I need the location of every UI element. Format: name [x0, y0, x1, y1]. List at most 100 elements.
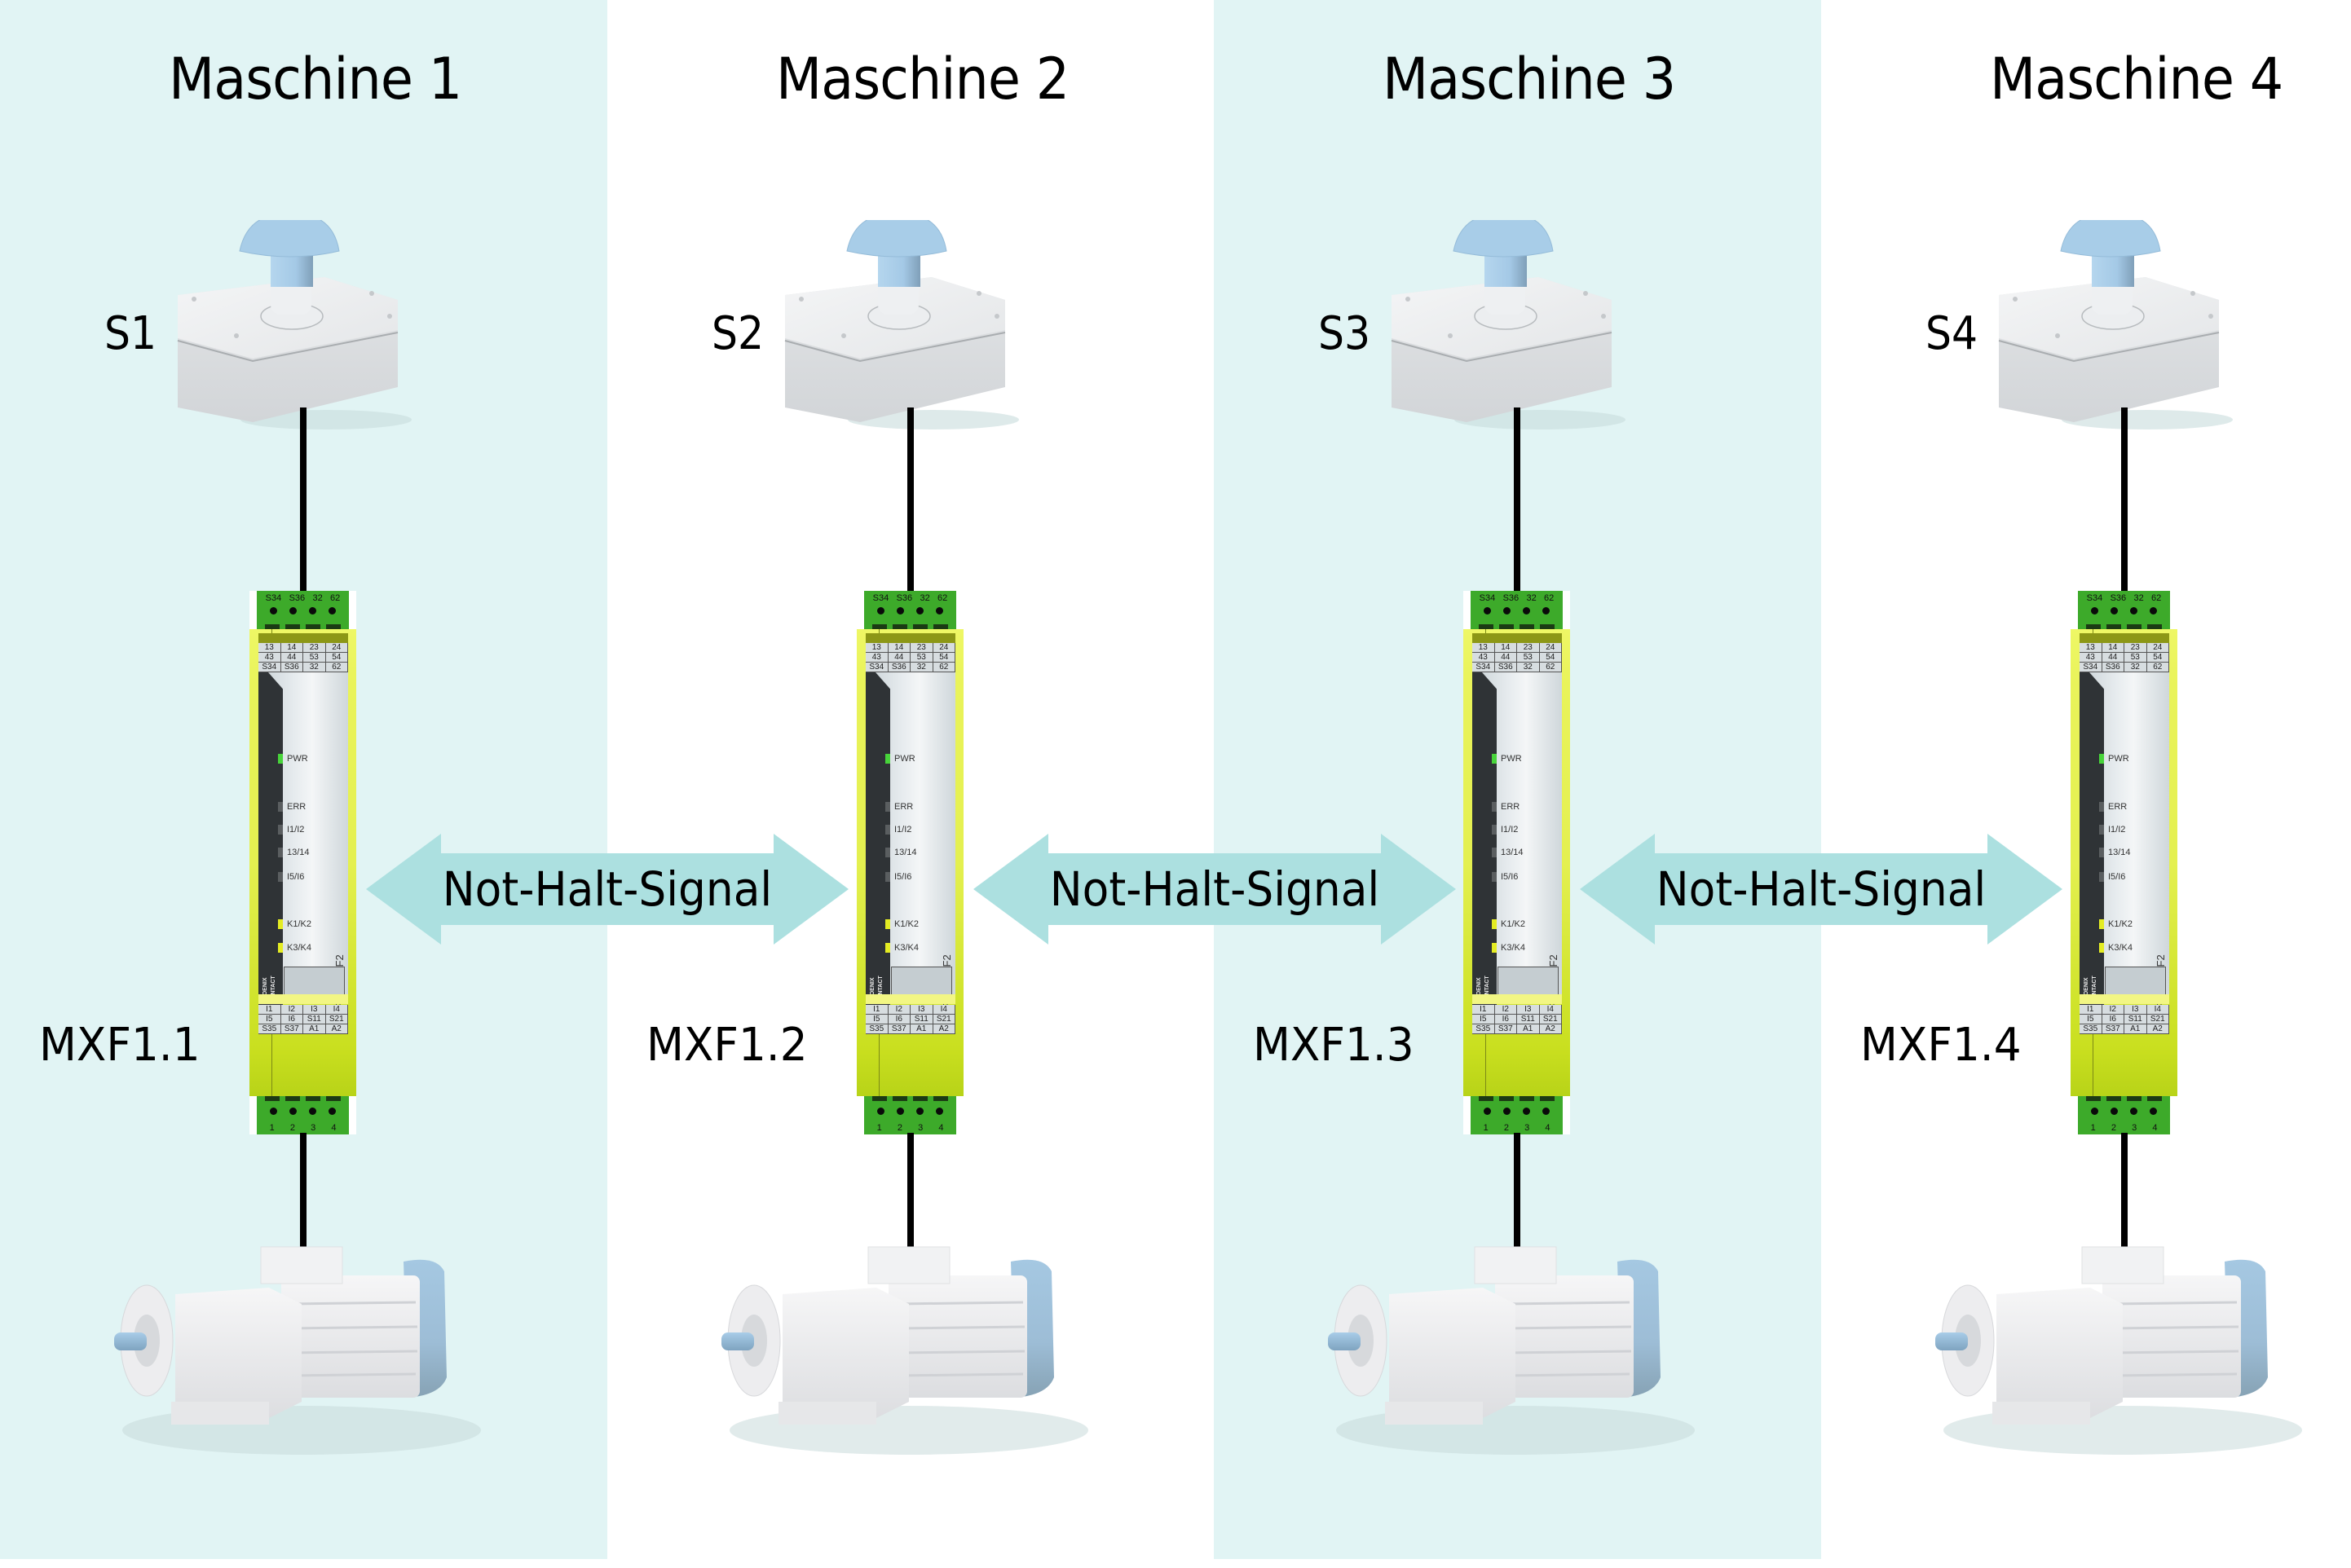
- terminal-label: 44: [2102, 653, 2124, 663]
- connector-pin-label: 1: [1483, 1123, 1489, 1133]
- switch-label: S1: [104, 307, 157, 360]
- connector-pin-label: S34: [265, 593, 282, 603]
- status-led-err: [885, 802, 890, 812]
- connector-pin-label: 4: [1545, 1123, 1550, 1133]
- terminal-label: S11: [911, 1015, 933, 1024]
- terminal-label: 23: [1517, 643, 1540, 653]
- terminal-label: S34: [1472, 663, 1495, 672]
- terminal-label: 32: [911, 663, 933, 672]
- status-led-pwr: [278, 754, 283, 764]
- status-led-k3-k4: [2099, 943, 2104, 953]
- connector-pin-label: 4: [331, 1123, 337, 1133]
- terminal-label: I5: [1472, 1015, 1495, 1024]
- terminal-label: I2: [2102, 1005, 2124, 1015]
- terminal-label: I4: [1539, 1005, 1562, 1015]
- machine-title: Maschine 2: [776, 46, 1070, 112]
- status-led-label: K1/K2: [287, 919, 311, 929]
- terminal-label: S37: [2102, 1024, 2124, 1034]
- terminal-label: S34: [866, 663, 889, 672]
- terminal-label: S36: [1494, 663, 1517, 672]
- terminal-label: I6: [280, 1015, 303, 1024]
- status-led-label: I5/I6: [287, 872, 305, 882]
- terminal-label: I4: [933, 1005, 955, 1015]
- connector-pin-label: 62: [2151, 593, 2162, 603]
- connector-pin-label: 3: [918, 1123, 924, 1133]
- module-label: MXF1.3: [1253, 1019, 1414, 1072]
- status-led-k3-k4: [278, 943, 283, 953]
- connector-pin-label: 32: [2133, 593, 2144, 603]
- terminal-label: 32: [2124, 663, 2147, 672]
- terminal-label: 62: [2146, 663, 2169, 672]
- connector-pin-label: S36: [289, 593, 306, 603]
- status-led-err: [1492, 802, 1497, 812]
- status-led-13-14: [1492, 848, 1497, 857]
- connector-pin-label: 3: [311, 1123, 316, 1133]
- terminal-label: 53: [303, 653, 326, 663]
- terminal-label: A2: [325, 1024, 348, 1034]
- connector-pin-label: 3: [2132, 1123, 2137, 1133]
- terminal-label: 23: [911, 643, 933, 653]
- wire-switch-to-module: [300, 407, 307, 592]
- connector-pin-label: 1: [876, 1123, 882, 1133]
- machine-column-3: Maschine 3 S3: [1214, 0, 1821, 1559]
- status-led-i5-i6: [2099, 872, 2104, 882]
- gear-motor-icon: [1328, 1239, 1695, 1459]
- wire-module-to-motor: [907, 1133, 914, 1255]
- terminal-label: S35: [1472, 1024, 1495, 1034]
- signal-label: Not-Halt-Signal: [1049, 861, 1380, 917]
- status-led-label: K1/K2: [2108, 919, 2133, 929]
- terminal-label: 43: [2080, 653, 2102, 663]
- connector-pin-label: 62: [937, 593, 948, 603]
- terminal-label: 14: [888, 643, 911, 653]
- signal-arrow-3: Not-Halt-Signal: [1580, 834, 2062, 945]
- terminal-label: A1: [1517, 1024, 1540, 1034]
- wire-switch-to-module: [907, 407, 914, 592]
- machine-column-1: Maschine 1 S1: [0, 0, 607, 1559]
- terminal-label: I5: [258, 1015, 281, 1024]
- terminal-label: A2: [1539, 1024, 1562, 1034]
- switch-label: S3: [1318, 307, 1371, 360]
- connector-pin-label: S34: [872, 593, 889, 603]
- status-led-label: PWR: [894, 754, 915, 764]
- machine-title: Maschine 3: [1383, 46, 1676, 112]
- signal-label: Not-Halt-Signal: [1656, 861, 1987, 917]
- terminal-label: S37: [888, 1024, 911, 1034]
- status-led-label: 13/14: [287, 848, 310, 857]
- emergency-stop-button-icon: [779, 220, 1023, 432]
- terminal-label: I3: [911, 1005, 933, 1015]
- status-led-13-14: [885, 848, 890, 857]
- connector-pin-label: 4: [2152, 1123, 2158, 1133]
- terminal-label: 53: [911, 653, 933, 663]
- status-led-label: K1/K2: [1501, 919, 1525, 929]
- terminal-label: A2: [933, 1024, 955, 1034]
- terminal-label: 23: [303, 643, 326, 653]
- status-led-k1-k2: [278, 919, 283, 929]
- status-led-label: PWR: [1501, 754, 1522, 764]
- terminal-label: I2: [280, 1005, 303, 1015]
- terminal-label: S21: [325, 1015, 348, 1024]
- terminal-label: 23: [2124, 643, 2147, 653]
- wire-switch-to-module: [1514, 407, 1520, 592]
- terminal-label: S36: [888, 663, 911, 672]
- status-led-13-14: [2099, 848, 2104, 857]
- terminal-label: 14: [2102, 643, 2124, 653]
- connector-pin-label: 2: [289, 1123, 295, 1133]
- terminal-label: I1: [2080, 1005, 2102, 1015]
- terminal-label: S35: [866, 1024, 889, 1034]
- terminal-label: S21: [1539, 1015, 1562, 1024]
- terminal-label: I4: [2146, 1005, 2169, 1015]
